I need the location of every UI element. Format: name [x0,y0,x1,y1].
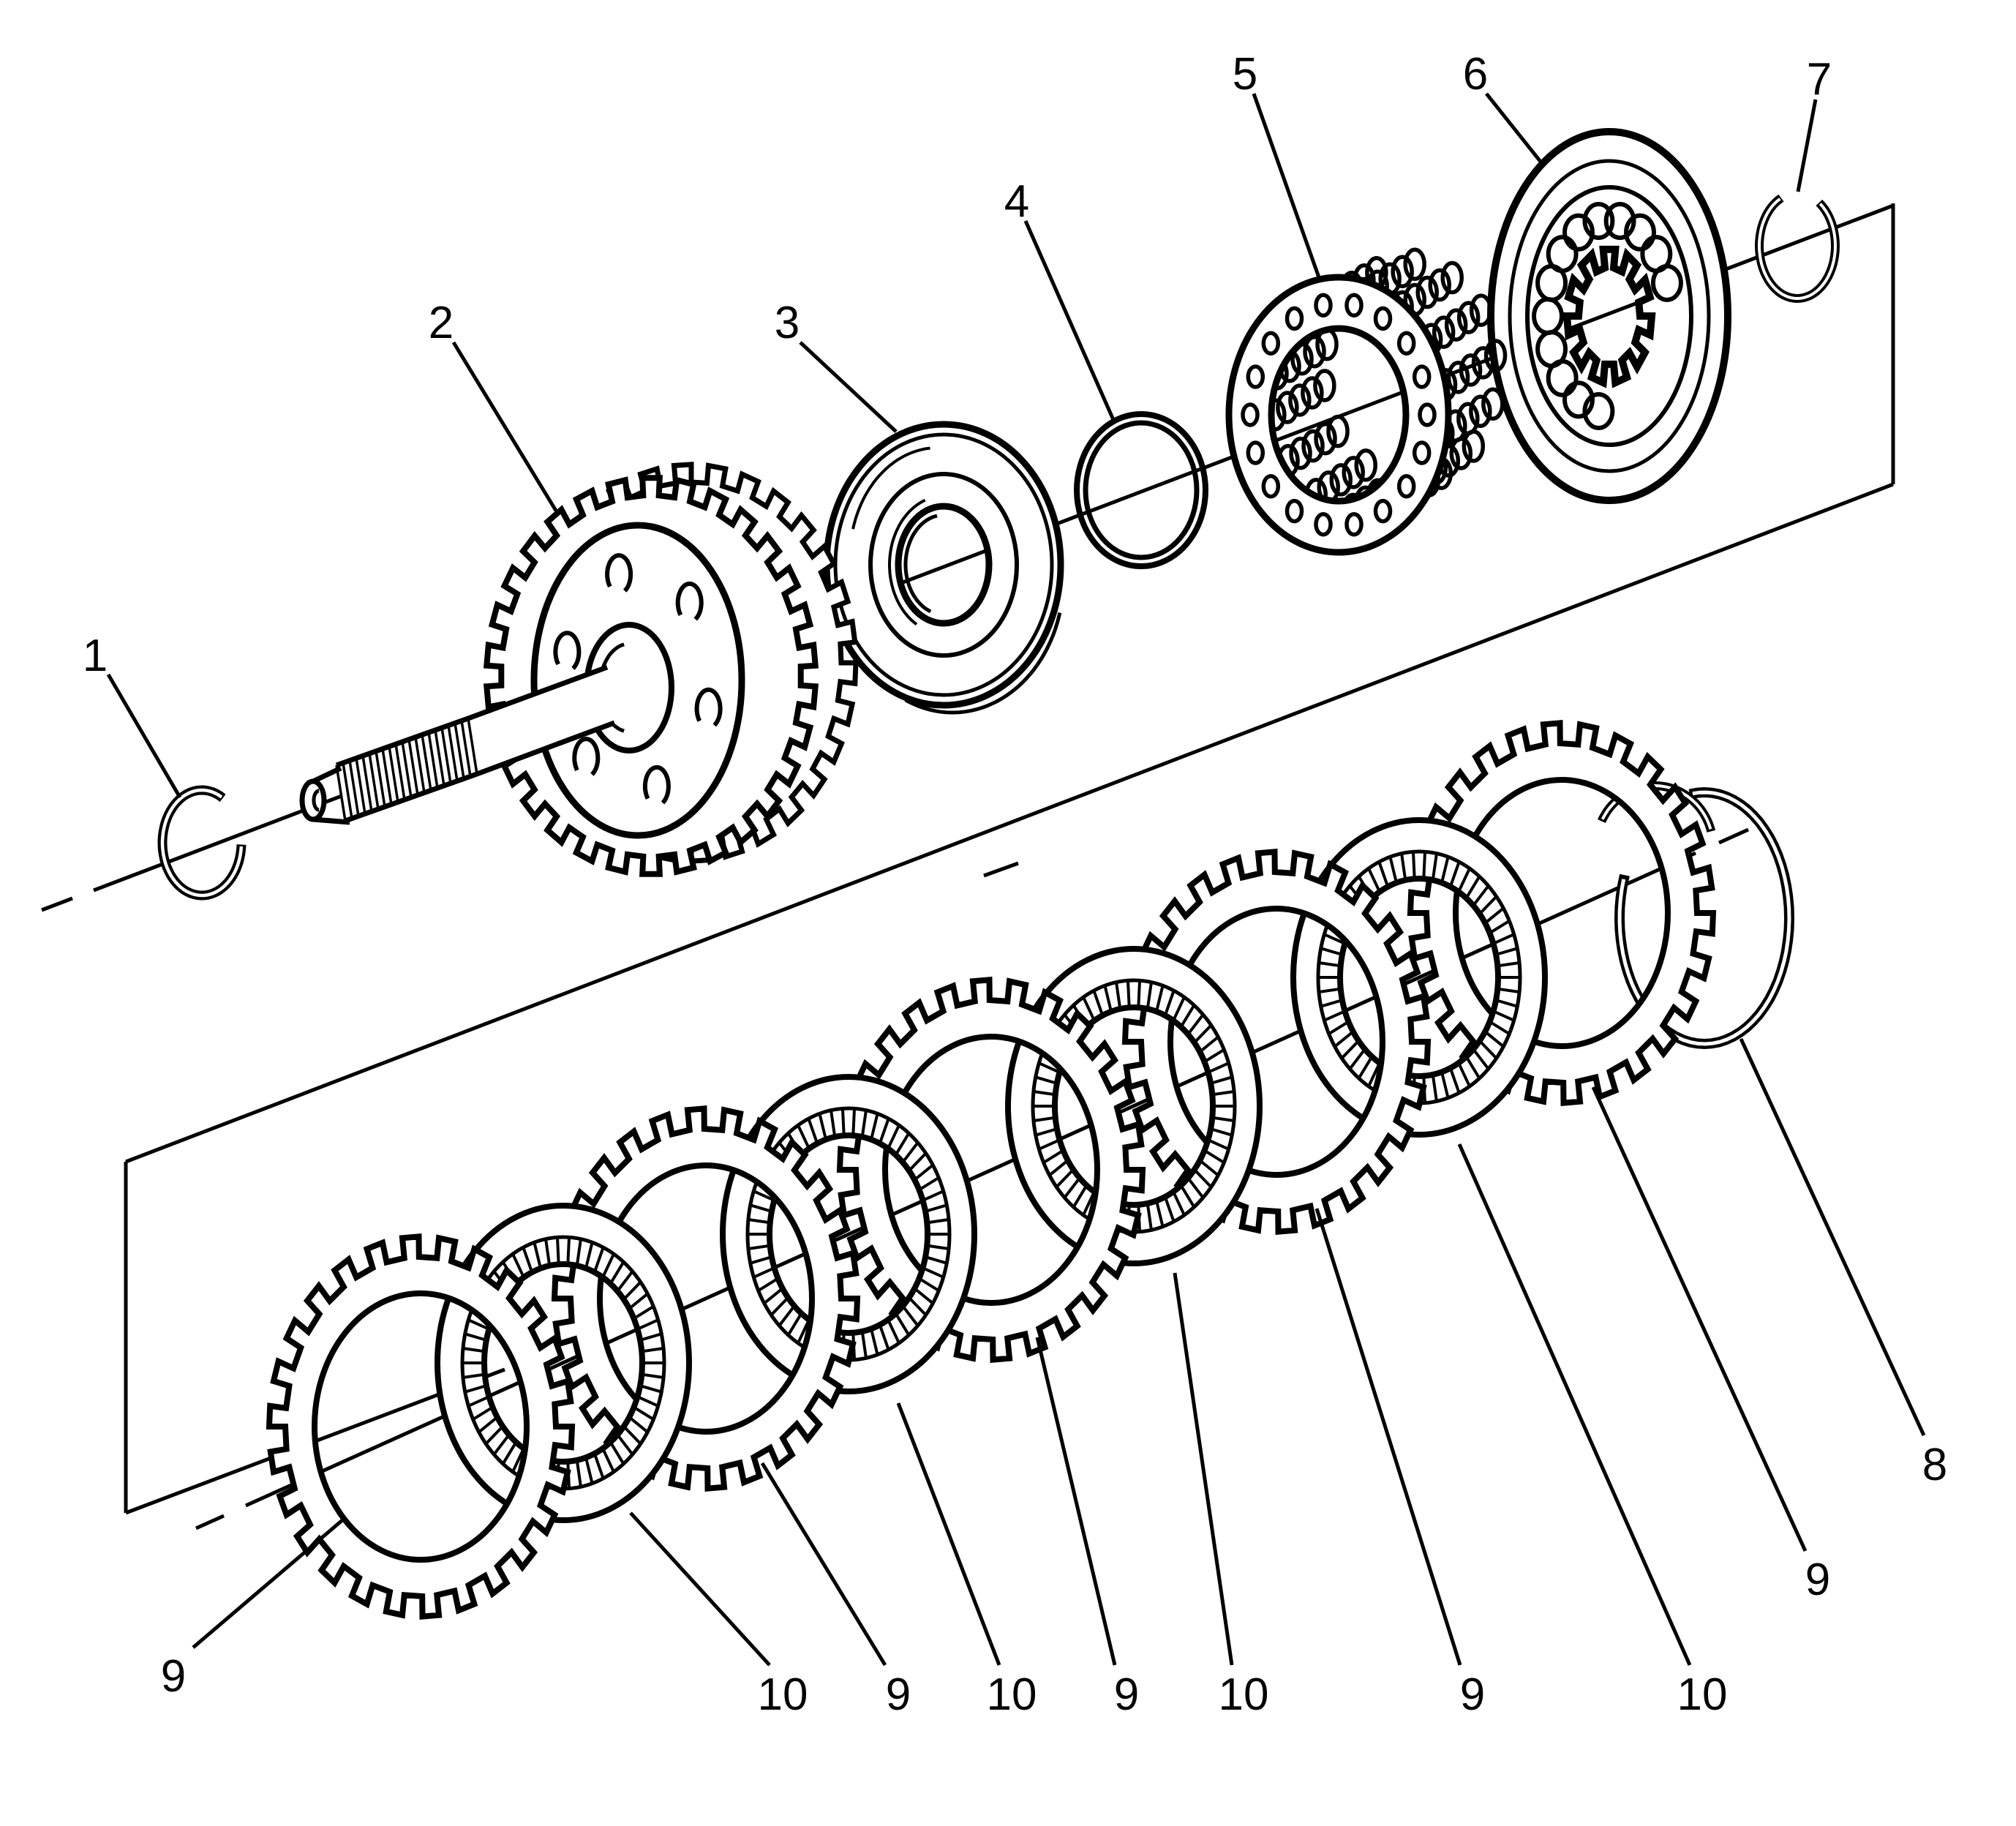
part-7-snap-ring [1754,194,1840,304]
part-2-input-shaft-gear [299,462,859,877]
leader-line-10 [896,1402,1001,1666]
callout-7: 7 [1807,54,1832,105]
leader-line-9 [1035,1337,1117,1666]
leader-line-9 [760,1462,887,1667]
callout-1: 1 [83,631,108,681]
callout-9: 9 [161,1651,186,1702]
leader-line-9 [1314,1208,1462,1666]
callout-9: 9 [1805,1555,1830,1605]
part-9-steel-clutch-plate [551,1105,861,1492]
leader-line-10 [1173,1272,1234,1666]
leader-line-7 [1796,99,1818,192]
leader-line-9 [192,1519,344,1649]
leader-line-6 [1485,92,1545,167]
leader-line-4 [1023,219,1116,423]
leader-line-2 [451,341,558,512]
callout-9: 9 [1460,1669,1485,1720]
callout-10: 10 [1677,1669,1728,1720]
callout-9: 9 [1114,1669,1139,1720]
callout-8: 8 [1922,1440,1947,1490]
leader-line-9 [1591,1086,1808,1552]
leader-line-8 [1739,1037,1926,1437]
callout-labels: 1 2 3 4 5 6 7 8 9 10 9 10 9 10 9 10 9 [83,49,1947,1720]
callout-5: 5 [1233,49,1257,99]
leader-line-5 [1252,93,1322,280]
part-5-spring-assembly [1225,247,1508,556]
part-1-snap-ring [157,785,247,901]
part-9-steel-clutch-plate [836,977,1146,1363]
callout-9: 9 [886,1669,911,1720]
callout-10: 10 [758,1669,808,1720]
callout-10: 10 [1219,1669,1269,1720]
callout-4: 4 [1004,176,1029,227]
leader-line-10 [629,1511,771,1667]
callout-3: 3 [775,298,800,348]
part-9-steel-clutch-plate [266,1233,576,1620]
leader-line-1 [106,673,182,799]
leader-line-3 [799,341,898,433]
callout-10: 10 [987,1669,1037,1720]
part-4-o-ring [1074,411,1208,569]
part-9-steel-clutch-plate [1121,849,1432,1235]
part-6-spring-retainer [1486,128,1732,504]
part-3-clutch-piston [823,421,1064,715]
leader-line-10 [1457,1143,1692,1667]
part-9-steel-clutch-plate [1407,720,1717,1106]
leader-lines [106,92,1926,1667]
part-8-large-snap-ring [1598,781,1795,1050]
callout-6: 6 [1463,49,1488,99]
callout-2: 2 [429,298,454,348]
